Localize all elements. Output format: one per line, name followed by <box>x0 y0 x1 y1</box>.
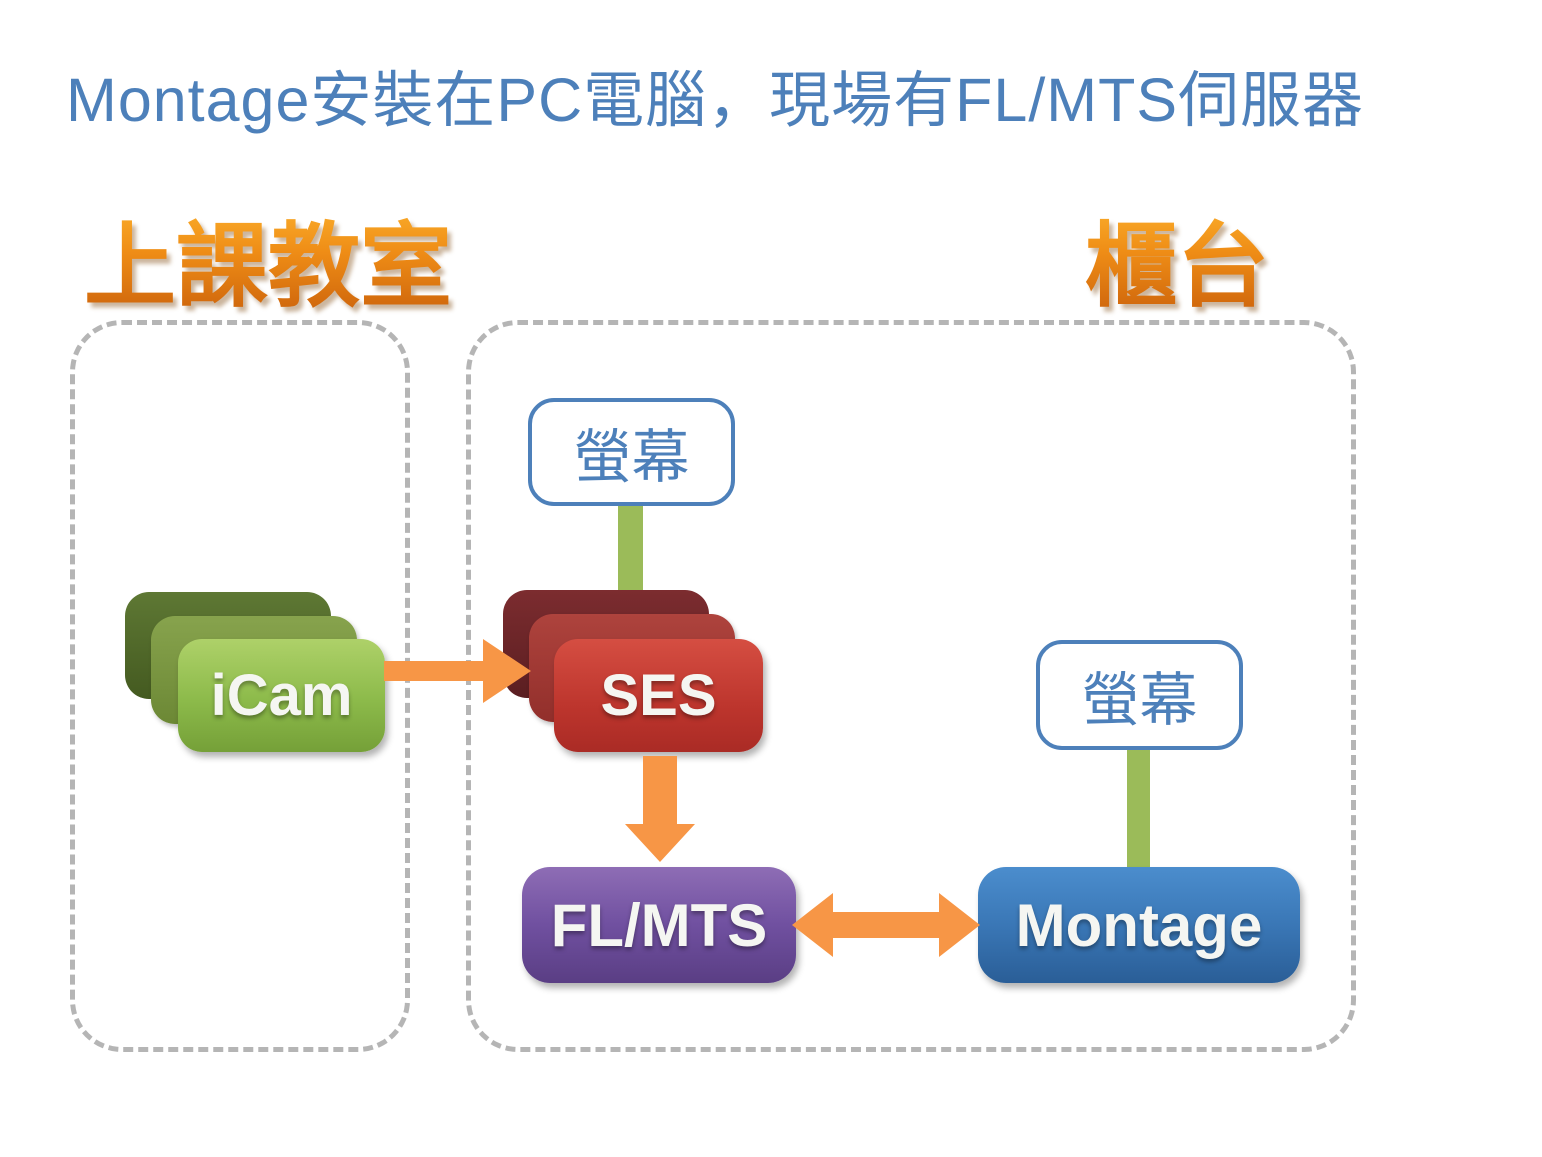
counter-group-container <box>466 320 1356 1052</box>
ses-node: SES <box>554 639 763 752</box>
classroom-group-container <box>70 320 410 1052</box>
arrow-ses-to-flmts <box>625 756 695 862</box>
flmts-label: FL/MTS <box>550 891 768 959</box>
section-label-counter: 櫃台 <box>1085 192 1269 325</box>
section-label-classroom: 上課教室 <box>84 192 452 325</box>
montage-node: Montage <box>978 867 1300 983</box>
screen-node-ses: 螢幕 <box>528 398 735 506</box>
screen-montage-label: 螢幕 <box>1081 668 1198 733</box>
connector-screen-to-ses <box>618 505 643 600</box>
icam-label: iCam <box>210 663 353 728</box>
ses-label: SES <box>600 663 717 728</box>
slide-title: Montage安裝在PC電腦，現場有FL/MTS伺服器 <box>66 66 1365 134</box>
screen-node-montage: 螢幕 <box>1036 640 1243 750</box>
montage-label: Montage <box>1015 891 1263 959</box>
arrow-icam-to-ses <box>384 639 531 703</box>
icam-node: iCam <box>178 639 385 752</box>
arrow-flmts-montage-bidirectional <box>792 893 980 957</box>
flmts-node: FL/MTS <box>522 867 796 983</box>
connector-screen-to-montage <box>1127 747 1150 870</box>
screen-ses-label: 螢幕 <box>573 425 690 490</box>
